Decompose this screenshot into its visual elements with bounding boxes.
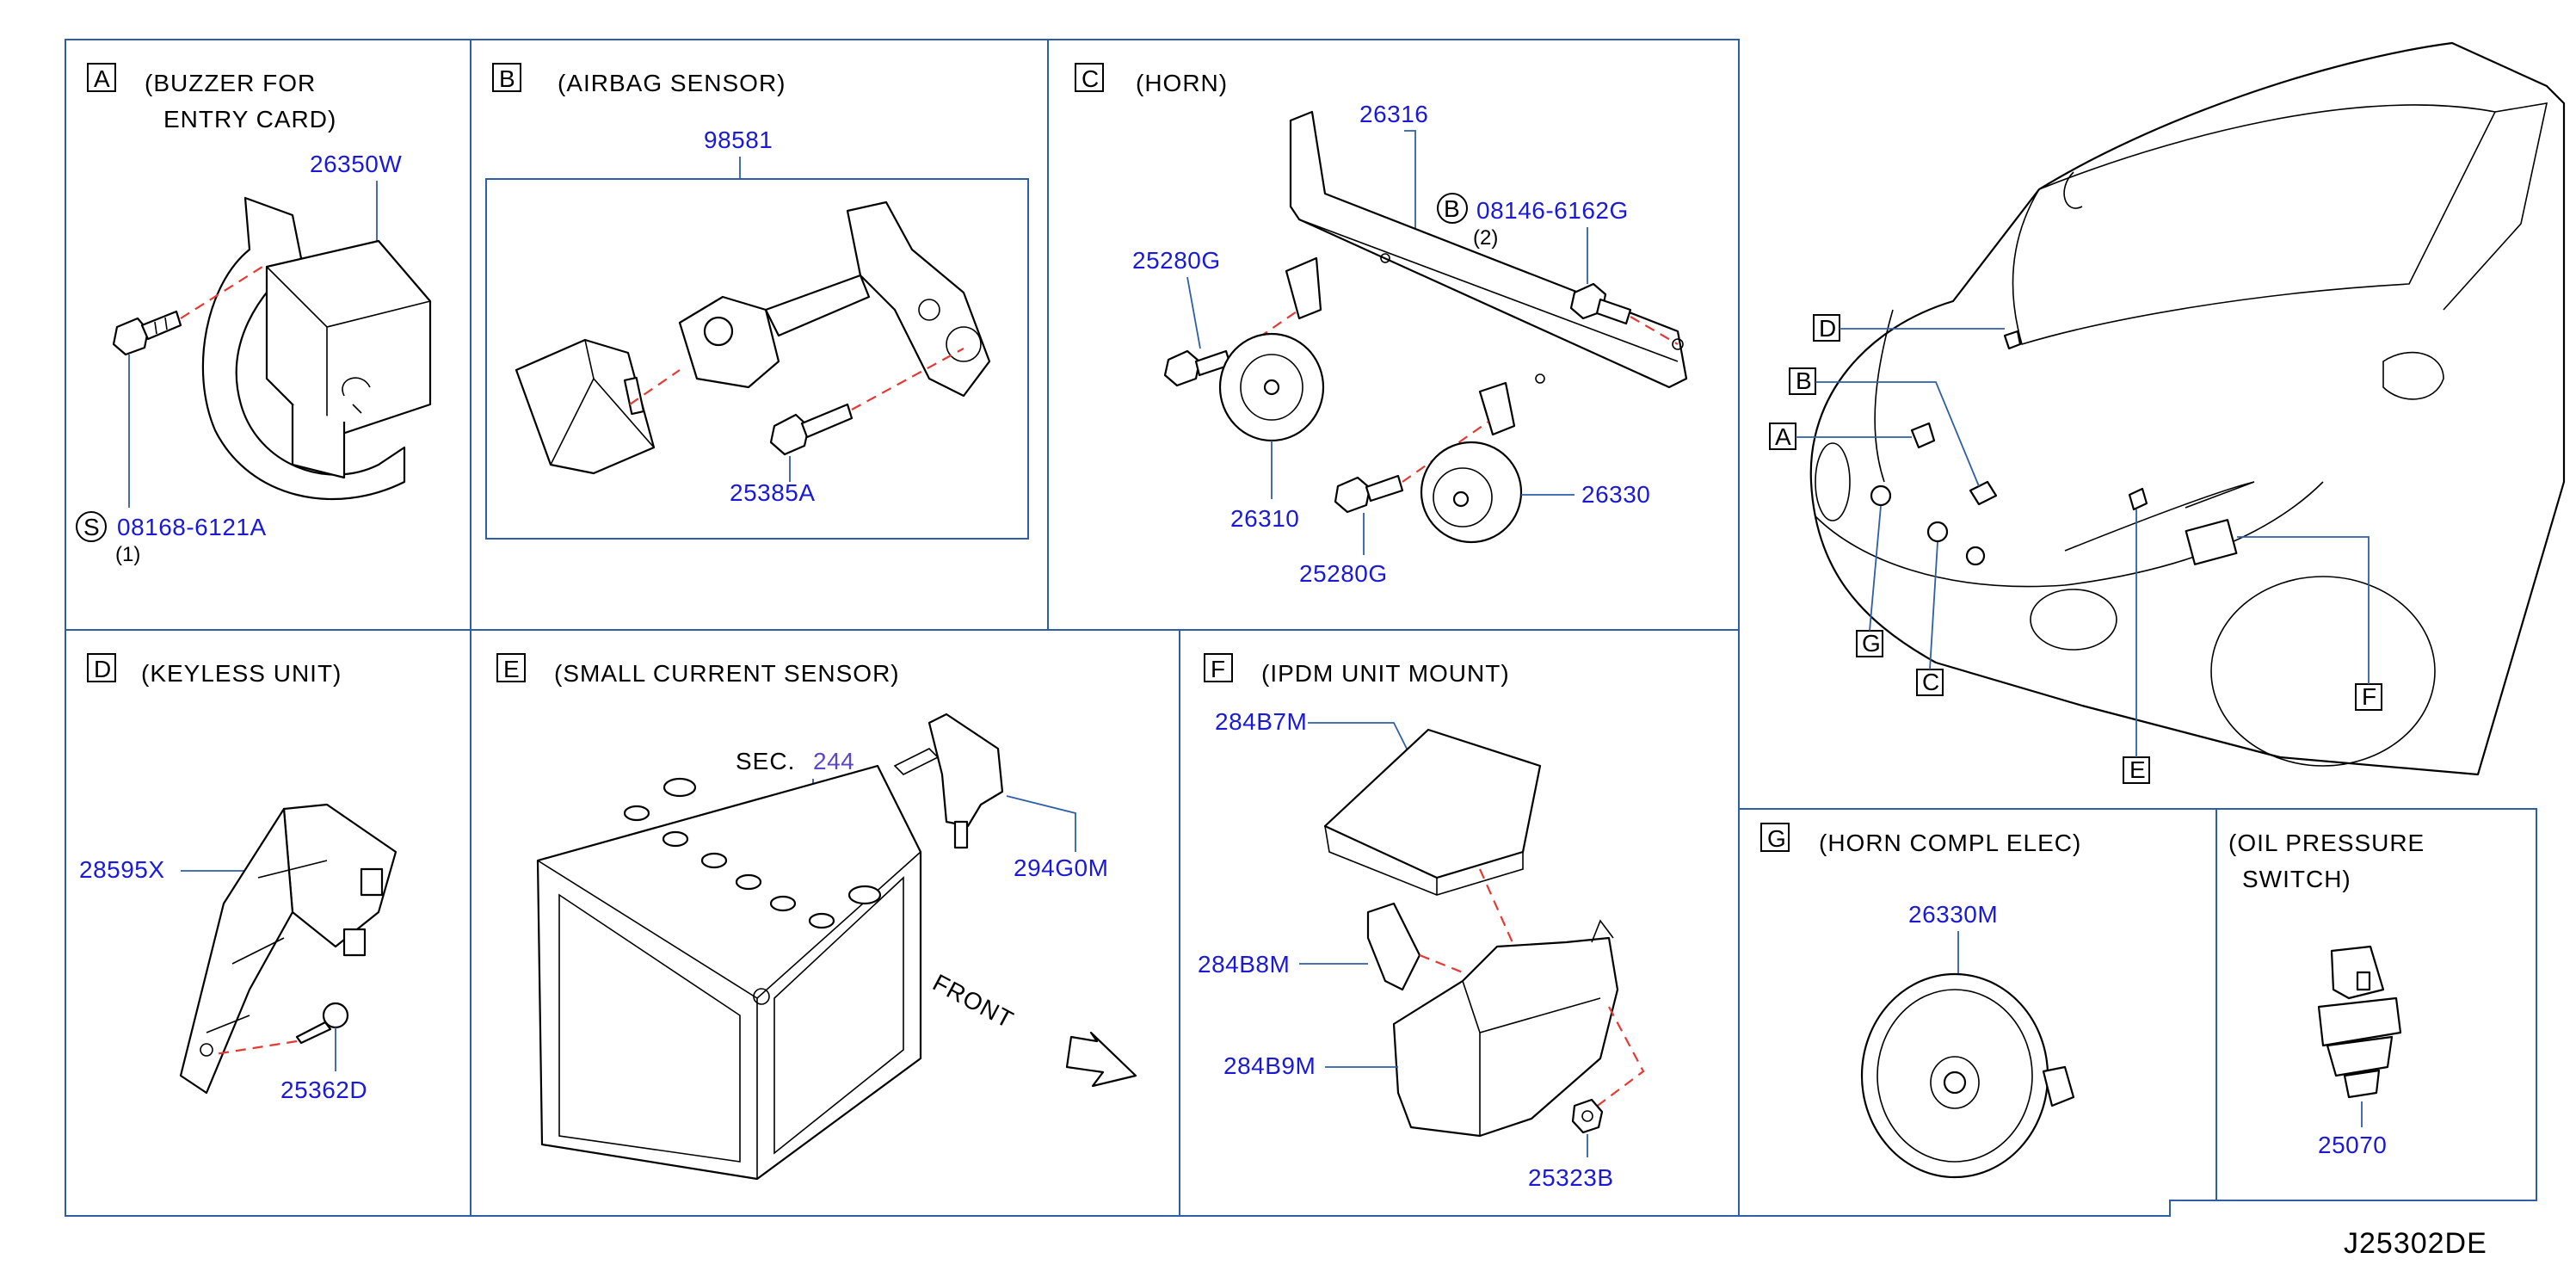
keyless-unit	[179, 803, 397, 1095]
panel-g-letter-box	[1760, 823, 1790, 852]
panel-c-horn-high-number: 26330	[1581, 481, 1650, 508]
panel-b-title: (AIRBAG SENSOR)	[558, 70, 786, 96]
car-callout-box-a	[1769, 423, 1796, 450]
panel-e: E (SMALL CURRENT SENSOR) SEC. 244 294G0M	[496, 653, 1137, 1181]
car-callout-e: E	[2129, 756, 2147, 783]
panel-b-letter: B	[499, 65, 516, 92]
panel-f: F (IPDM UNIT MOUNT) 284B7M 284B8M 284B9M	[1198, 653, 1645, 1191]
panel-e-front-label: FRONT	[928, 969, 1018, 1033]
panel-oil-title-line1: (OIL PRESSURE	[2228, 830, 2425, 856]
panel-d-title: (KEYLESS UNIT)	[141, 660, 342, 687]
panel-a-title-line1: (BUZZER FOR	[145, 70, 316, 96]
car-callout-box-e	[2123, 756, 2150, 784]
panel-c-bolt-number: 08146-6162G	[1476, 197, 1629, 224]
panel-oil-pressure: (OIL PRESSURE SWITCH) 25070	[2228, 830, 2425, 1158]
panel-c-bracket-number: 26316	[1359, 101, 1428, 127]
panel-c-symbol-circle	[1437, 193, 1468, 224]
ipdm-case	[1392, 919, 1619, 1138]
panel-c-screw-left	[1163, 349, 1232, 387]
car-callout-b: B	[1796, 367, 1813, 394]
panel-a-letter-box	[87, 63, 116, 92]
panel-a-symbol-circle	[76, 511, 107, 542]
panel-b-bolt-number: 25385A	[730, 479, 816, 506]
panel-c: C (HORN) 26316 B 08146-6162G (2) 25280G	[1075, 63, 1688, 587]
car-callout-box-d	[1813, 314, 1840, 342]
panel-f-case-number: 284B9M	[1223, 1052, 1316, 1079]
car-callout-f: F	[2362, 683, 2377, 710]
panel-b-bolt	[769, 403, 854, 456]
panel-e-sec-number: 244	[813, 748, 854, 774]
ipdm-cover	[1323, 728, 1542, 896]
panel-c-screw-top-number: 25280G	[1132, 247, 1221, 274]
horn-26330	[1420, 441, 1523, 544]
front-arrow	[1065, 1031, 1137, 1088]
panel-f-nut-number: 25323B	[1528, 1164, 1614, 1191]
panel-c-letter-box	[1075, 63, 1104, 92]
panel-e-title: (SMALL CURRENT SENSOR)	[554, 660, 900, 687]
panel-oil-part-number: 25070	[2318, 1132, 2387, 1158]
car-callout-box-g	[1856, 630, 1883, 657]
panel-a-part-number: 26350W	[310, 151, 402, 177]
panel-f-cover-number: 284B7M	[1215, 708, 1307, 735]
panel-frames	[65, 39, 2537, 1217]
panel-f-bracket-number: 284B8M	[1198, 951, 1290, 978]
buzzer-unit	[201, 196, 432, 501]
horn-compl-elec	[1860, 972, 2075, 1179]
panel-c-screw-bottom-number: 25280G	[1299, 560, 1388, 587]
oil-pressure-switch	[2317, 945, 2402, 1099]
panel-d-part-number: 28595X	[79, 856, 165, 883]
panel-d-letter-box	[87, 653, 116, 682]
panel-e-sensor-number: 294G0M	[1014, 854, 1108, 881]
panel-b-letter-box	[492, 63, 521, 92]
panel-f-letter: F	[1211, 656, 1226, 682]
panel-b: B (AIRBAG SENSOR) 98581 25385A	[485, 63, 1029, 540]
panel-e-letter-box	[496, 653, 526, 682]
panel-g-title: (HORN COMPL ELEC)	[1819, 830, 2081, 856]
panel-f-nut	[1571, 1098, 1604, 1134]
panel-a-letter: A	[94, 65, 111, 92]
panel-a-bolt	[112, 310, 182, 356]
panel-c-title: (HORN)	[1136, 70, 1228, 96]
car-callout-box-b	[1789, 367, 1816, 395]
panel-oil-title-line2: SWITCH)	[2242, 866, 2351, 892]
panel-d-letter: D	[94, 656, 112, 682]
panel-d-screw	[295, 1002, 349, 1045]
panel-d-screw-number: 25362D	[280, 1077, 367, 1103]
car-callout-c: C	[1922, 669, 1940, 695]
panel-c-bolt-top	[1569, 282, 1632, 325]
panel-a-quantity: (1)	[115, 543, 140, 566]
panel-g: G (HORN COMPL ELEC) 26330M	[1760, 823, 2081, 1179]
panel-f-letter-box	[1204, 653, 1233, 682]
panel-c-letter: C	[1082, 65, 1100, 92]
panel-c-quantity: (2)	[1473, 226, 1498, 250]
panel-e-sec-label: SEC.	[736, 748, 795, 774]
panel-c-horn-low-number: 26310	[1230, 505, 1299, 532]
panel-e-letter: E	[503, 656, 521, 682]
battery	[536, 764, 922, 1181]
horn-26310	[1218, 332, 1325, 442]
airbag-sensor	[515, 200, 991, 475]
diagram-code: J25302DE	[2344, 1227, 2487, 1260]
car-callout-box-f	[2355, 683, 2382, 711]
current-sensor	[893, 713, 1004, 849]
car-callout-g: G	[1862, 630, 1882, 657]
panel-a: A (BUZZER FOR ENTRY CARD) 26350W S 08168…	[76, 63, 432, 566]
panel-d: D (KEYLESS UNIT) 28595X 25362D	[79, 653, 397, 1103]
horn-bracket	[1285, 110, 1688, 436]
panel-g-part-number: 26330M	[1908, 901, 1998, 928]
panel-a-bolt-number: 08168-6121A	[117, 514, 267, 540]
panel-c-bolt-symbol: B	[1444, 195, 1461, 222]
ipdm-bracket	[1366, 902, 1421, 991]
panel-c-screw-bottom	[1334, 474, 1404, 514]
panel-a-title-line2: ENTRY CARD)	[163, 106, 336, 133]
car-callout-d: D	[1819, 315, 1837, 342]
panel-g-letter: G	[1767, 825, 1787, 852]
car-callout-a: A	[1775, 423, 1792, 450]
panel-a-bolt-symbol: S	[83, 514, 101, 540]
car-overview: D B A G C E F	[1769, 41, 2566, 784]
panel-b-part-number: 98581	[704, 126, 773, 153]
panel-f-title: (IPDM UNIT MOUNT)	[1261, 660, 1510, 687]
